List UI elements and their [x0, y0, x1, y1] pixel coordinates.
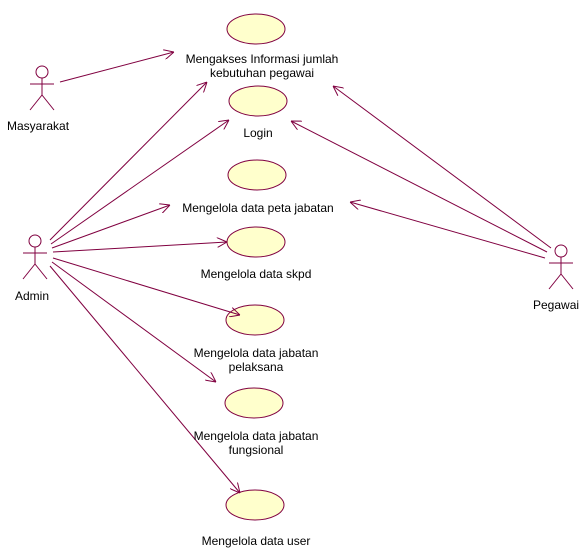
use-case-label-informasi-line2: kebutuhan pegawai — [209, 66, 315, 80]
use-case-ellipse-user — [225, 489, 285, 521]
use-case-label-user: Mengelola data user — [201, 534, 311, 548]
use-case-label-skpd: Mengelola data skpd — [200, 267, 312, 281]
use-case-label-peta-jabatan: Mengelola data peta jabatan — [182, 201, 334, 215]
assoc-admin-peta-jabatan — [51, 205, 170, 249]
use-case-label-informasi-line1: Mengakses Informasi jumlah — [185, 52, 339, 66]
use-case-label-jabatan-pelaksana-line2: pelaksana — [228, 360, 284, 374]
use-case-label-jabatan-fungsional: Mengelola data jabatan fungsional — [176, 429, 336, 457]
actor-masyarakat-figure — [29, 65, 55, 111]
use-case-ellipse-skpd — [226, 226, 286, 258]
use-case-label-login: Login — [243, 126, 273, 140]
assoc-admin-skpd — [52, 242, 227, 253]
use-case-label-informasi: Mengakses Informasi jumlah kebutuhan peg… — [172, 52, 352, 80]
use-case-ellipse-peta-jabatan — [227, 159, 287, 191]
assoc-pegawai-login — [291, 121, 548, 253]
actor-label-masyarakat: Masyarakat — [7, 119, 70, 133]
assoc-pegawai-informasi — [333, 86, 552, 249]
use-case-label-jabatan-fungsional-line1: Mengelola data jabatan — [193, 429, 319, 443]
assoc-admin-informasi — [49, 82, 207, 241]
actor-label-pegawai: Pegawai — [533, 298, 580, 312]
assoc-admin-jabatan-pelaksana — [52, 257, 240, 315]
actor-admin-figure — [22, 234, 48, 280]
actor-pegawai-figure — [548, 244, 574, 290]
use-case-ellipse-login — [228, 85, 288, 117]
assoc-masyarakat-informasi — [59, 52, 174, 83]
assoc-admin-jabatan-fungsional — [51, 261, 216, 382]
use-case-label-jabatan-fungsional-line2: fungsional — [228, 443, 284, 457]
use-case-label-jabatan-pelaksana: Mengelola data jabatan pelaksana — [176, 346, 336, 374]
use-case-ellipse-jabatan-pelaksana — [225, 304, 285, 336]
use-case-label-jabatan-pelaksana-line1: Mengelola data jabatan — [193, 346, 319, 360]
assoc-admin-user — [49, 265, 240, 493]
assoc-admin-login — [50, 120, 229, 245]
use-case-ellipse-jabatan-fungsional — [224, 387, 284, 419]
actor-label-admin: Admin — [15, 289, 50, 303]
use-case-ellipse-informasi — [226, 13, 286, 45]
assoc-pegawai-peta-jabatan — [350, 202, 546, 259]
